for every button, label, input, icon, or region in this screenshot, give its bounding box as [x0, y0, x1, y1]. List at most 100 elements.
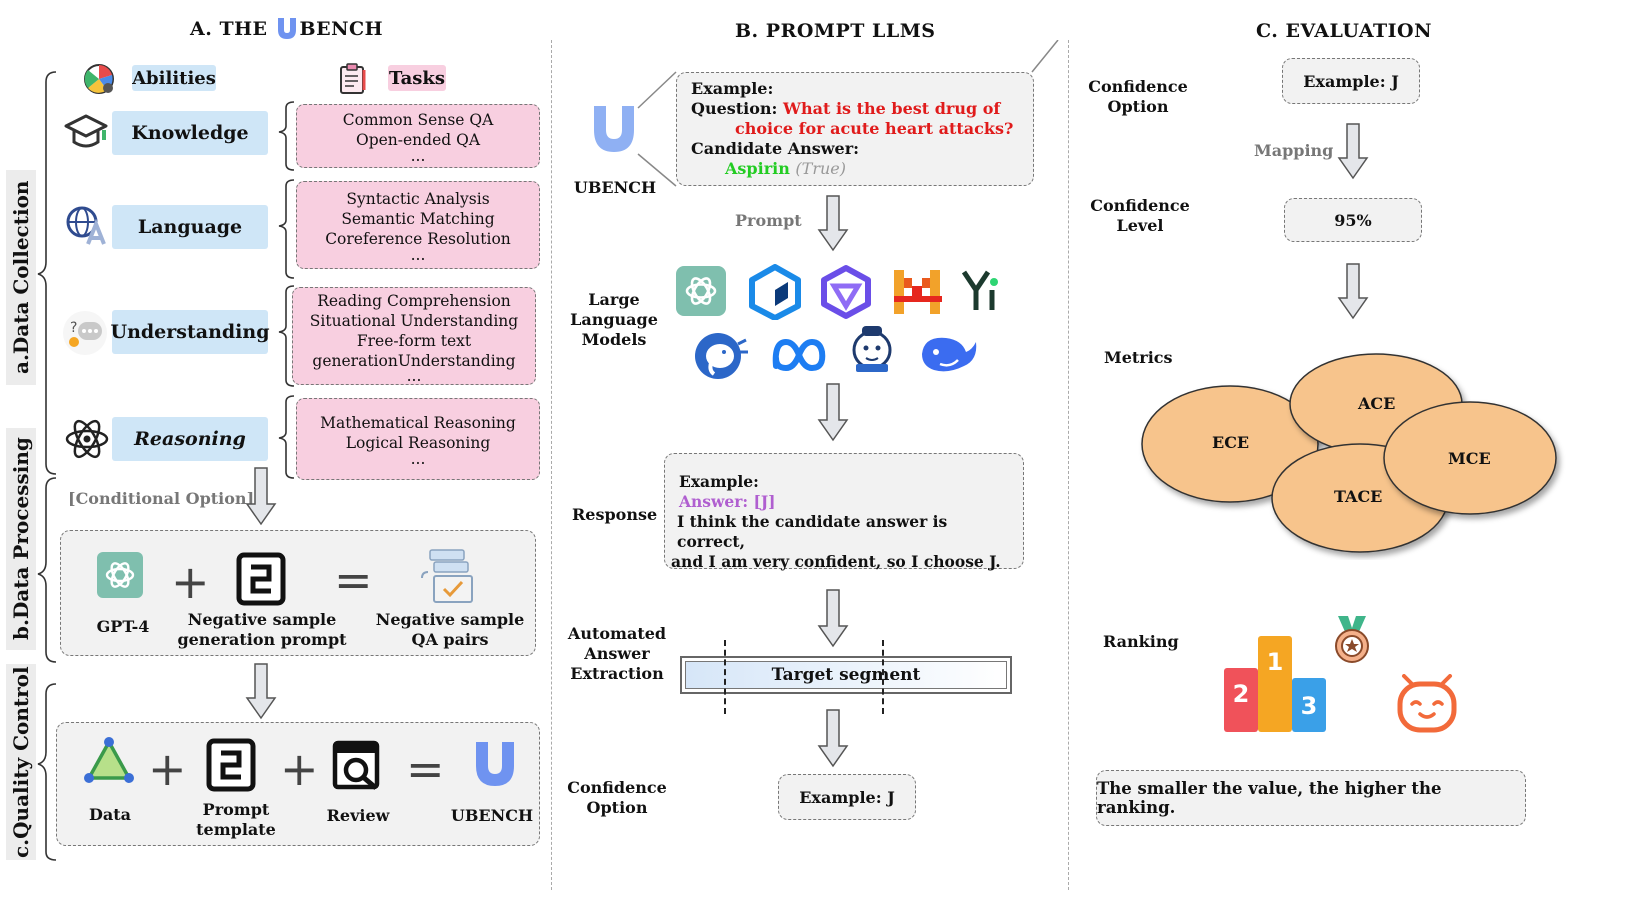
- section-separator-bc: [1068, 40, 1069, 890]
- stage-braces: [37, 71, 57, 861]
- mascot-face-icon: [1397, 674, 1457, 733]
- plus-sign: +: [148, 742, 187, 796]
- section-a-title: A. THE BENCH: [190, 18, 384, 40]
- podium-third: [1292, 678, 1326, 732]
- chatgpt-logo-icon: [676, 266, 726, 316]
- ranking-note-box: The smaller the value, the higher the ra…: [1096, 770, 1526, 826]
- ece-ellipse: [1141, 385, 1319, 503]
- conditional-option-label: [Conditional Option]: [68, 489, 255, 508]
- qc-data-label: Data: [89, 805, 131, 824]
- metrics-label: Metrics: [1104, 348, 1173, 367]
- arrow-down-icon: [817, 383, 849, 442]
- arrow-down-icon: [817, 195, 849, 252]
- ece-label: ECE: [1212, 433, 1250, 452]
- stage-quality-control: c.Quality Control: [6, 664, 36, 860]
- mistral-logo-icon: [894, 270, 942, 314]
- callout-lines: [637, 40, 1059, 187]
- openai-logo-icon: [97, 552, 143, 598]
- ace-label: ACE: [1358, 394, 1396, 413]
- ubench-logo-icon: [594, 106, 634, 152]
- ubench-prompt-label: UBENCH: [573, 178, 657, 197]
- qa-pairs-icon: [421, 549, 473, 603]
- quality-control-box: [56, 722, 540, 846]
- section-separator-ab: [551, 40, 552, 890]
- chat-bubble-icon: ?: [63, 311, 107, 355]
- arrow-down-icon: [817, 589, 849, 648]
- section-c-title: C. EVALUATION: [1256, 20, 1432, 42]
- review-magnifier-icon: [332, 740, 380, 790]
- podium-rank-3: 3: [1300, 692, 1318, 720]
- arrow-down-icon: [245, 467, 277, 526]
- gpt4-label: GPT-4: [96, 617, 150, 636]
- response-label: Response: [572, 505, 658, 524]
- mapping-label: Mapping: [1254, 141, 1334, 160]
- prompt-document-icon: [236, 552, 286, 606]
- podium-second: [1224, 668, 1258, 732]
- ability-knowledge: Knowledge: [112, 111, 268, 155]
- ubench-logo-icon: [476, 742, 514, 786]
- arrow-down-icon: [1337, 123, 1369, 180]
- mce-ellipse: [1383, 401, 1557, 515]
- yi-logo-icon: [961, 270, 998, 310]
- cube-logo-icon: [749, 264, 801, 320]
- mascot-logo-icon: [852, 326, 892, 372]
- medal-icon: [1335, 616, 1369, 663]
- ability-reasoning: Reasoning: [112, 417, 268, 461]
- meta-logo-icon: [772, 338, 826, 372]
- section-b-title: B. PROMPT LLMS: [735, 20, 936, 42]
- prompt-arrow-label: Prompt: [735, 211, 802, 230]
- clipboard-icon: [340, 63, 366, 94]
- target-segment-bar: Target segment: [680, 656, 1012, 694]
- stage-data-processing: b.Data Processing: [6, 428, 36, 650]
- segment-marker-right: [882, 640, 884, 714]
- eval-example-box: Example: J: [1282, 58, 1420, 104]
- abilities-header: Abilities: [132, 65, 216, 91]
- qc-review-label: Review: [326, 806, 390, 825]
- prompt-example-box: Example: Question: What is the best drug…: [676, 72, 1034, 186]
- response-box: Example: Answer: [J] I think the candida…: [664, 453, 1024, 571]
- svg-text:?: ?: [70, 320, 77, 336]
- podium-rank-1: 1: [1266, 648, 1284, 676]
- data-triangle-icon: [84, 737, 134, 783]
- stage-data-collection: a.Data Collection: [6, 170, 36, 385]
- ranking-label: Ranking: [1103, 632, 1179, 651]
- elephant-logo-icon: [695, 333, 748, 379]
- arrow-down-icon: [245, 663, 277, 720]
- arrow-down-icon: [817, 709, 849, 768]
- arrow-down-icon: [1337, 263, 1369, 320]
- qwen-logo-icon: [821, 265, 871, 319]
- confidence-level-box: 95%: [1284, 198, 1422, 242]
- globe-letter-icon: [66, 206, 106, 245]
- podium-first: [1258, 636, 1292, 732]
- mce-label: MCE: [1448, 449, 1491, 468]
- equals-sign: =: [406, 742, 445, 796]
- equals-sign: =: [334, 553, 373, 607]
- deepseek-logo-icon: [922, 337, 977, 372]
- atom-icon: [65, 419, 109, 459]
- plus-sign: +: [171, 555, 210, 609]
- podium-rank-2: 2: [1232, 680, 1250, 708]
- ability-understanding: Understanding: [111, 310, 269, 354]
- metrics-ellipses: [1141, 353, 1557, 553]
- segment-marker-left: [724, 640, 726, 714]
- ability-language: Language: [112, 205, 268, 249]
- tasks-header: Tasks: [388, 65, 446, 91]
- tace-label: TACE: [1334, 487, 1383, 506]
- qc-ubench-label: UBENCH: [450, 806, 534, 825]
- prompt-template-icon: [206, 738, 256, 792]
- plus-sign: +: [280, 742, 319, 796]
- palette-icon: [84, 64, 114, 94]
- ubench-logo-icon: [277, 18, 296, 39]
- graduation-cap-icon: [64, 114, 108, 148]
- task-braces: [278, 101, 295, 479]
